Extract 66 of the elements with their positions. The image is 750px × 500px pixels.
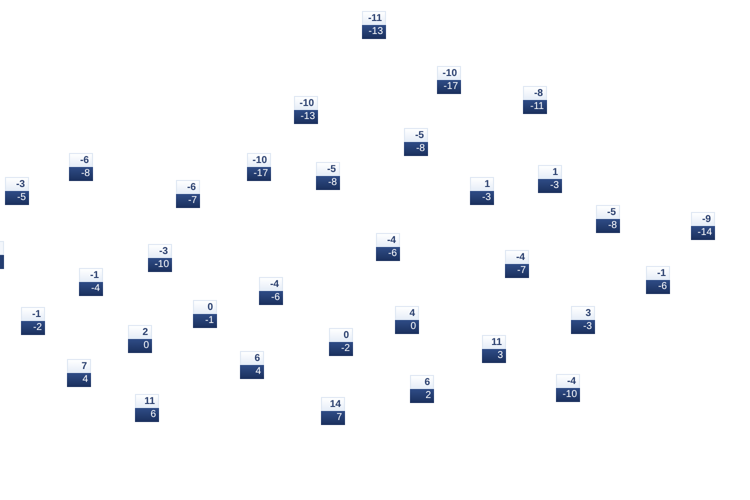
- lower-value: -14: [691, 226, 715, 240]
- upper-value: -3: [5, 177, 29, 191]
- lower-value: -10: [148, 258, 172, 272]
- upper-value: 11: [135, 394, 159, 408]
- lower-value: -10: [556, 388, 580, 402]
- lower-value: 2: [410, 389, 434, 403]
- lower-value: -3: [571, 320, 595, 334]
- upper-value: -4: [505, 250, 529, 264]
- upper-value: 7: [67, 359, 91, 373]
- lower-value: -8: [316, 176, 340, 190]
- lower-value: 4: [67, 373, 91, 387]
- lower-value: -13: [294, 110, 318, 124]
- lower-value: -11: [523, 100, 547, 114]
- upper-value: 0: [193, 300, 217, 314]
- upper-value: -4: [259, 277, 283, 291]
- lower-value: -2: [21, 321, 45, 335]
- upper-value: 1: [538, 165, 562, 179]
- upper-value: -8: [523, 86, 547, 100]
- lower-value: -7: [505, 264, 529, 278]
- upper-value: -5: [404, 128, 428, 142]
- lower-value: -5: [5, 191, 29, 205]
- lower-value: -7: [176, 194, 200, 208]
- upper-value: -1: [79, 268, 103, 282]
- lower-value: 7: [321, 411, 345, 425]
- upper-value: -11: [362, 11, 386, 25]
- lower-value: 0: [128, 339, 152, 353]
- lower-value: 6: [135, 408, 159, 422]
- upper-value: -5: [596, 205, 620, 219]
- lower-value: -8: [596, 219, 620, 233]
- upper-value: -5: [316, 162, 340, 176]
- lower-value: -13: [362, 25, 386, 39]
- lower-value: -3: [470, 191, 494, 205]
- upper-value: -6: [176, 180, 200, 194]
- upper-value: 4: [395, 306, 419, 320]
- lower-value: -8: [404, 142, 428, 156]
- upper-value: -1: [21, 307, 45, 321]
- lower-value: 0: [395, 320, 419, 334]
- lower-value: -17: [437, 80, 461, 94]
- upper-value: -9: [691, 212, 715, 226]
- lower-value: -2: [329, 342, 353, 356]
- lower-value: -8: [69, 167, 93, 181]
- lower-value: -6: [259, 291, 283, 305]
- upper-value: 11: [482, 335, 506, 349]
- lower-value: 3: [482, 349, 506, 363]
- upper-value: -10: [437, 66, 461, 80]
- upper-value: -10: [294, 96, 318, 110]
- lower-value: -6: [646, 280, 670, 294]
- upper-value: -10: [247, 153, 271, 167]
- upper-value: -4: [376, 233, 400, 247]
- upper-value: 1: [470, 177, 494, 191]
- upper-value: 3: [571, 306, 595, 320]
- upper-value: -4: [556, 374, 580, 388]
- upper-value: 6: [410, 375, 434, 389]
- upper-value: 6: [240, 351, 264, 365]
- lower-value: -3: [538, 179, 562, 193]
- lower-value: 4: [240, 365, 264, 379]
- lower-value: -1: [193, 314, 217, 328]
- upper-value: -3: [148, 244, 172, 258]
- lower-value: -6: [376, 247, 400, 261]
- lower-value: -17: [247, 167, 271, 181]
- upper-value: 14: [321, 397, 345, 411]
- upper-value: -6: [69, 153, 93, 167]
- lower-value: -4: [79, 282, 103, 296]
- upper-value: 2: [128, 325, 152, 339]
- upper-value: -1: [646, 266, 670, 280]
- upper-value: 0: [329, 328, 353, 342]
